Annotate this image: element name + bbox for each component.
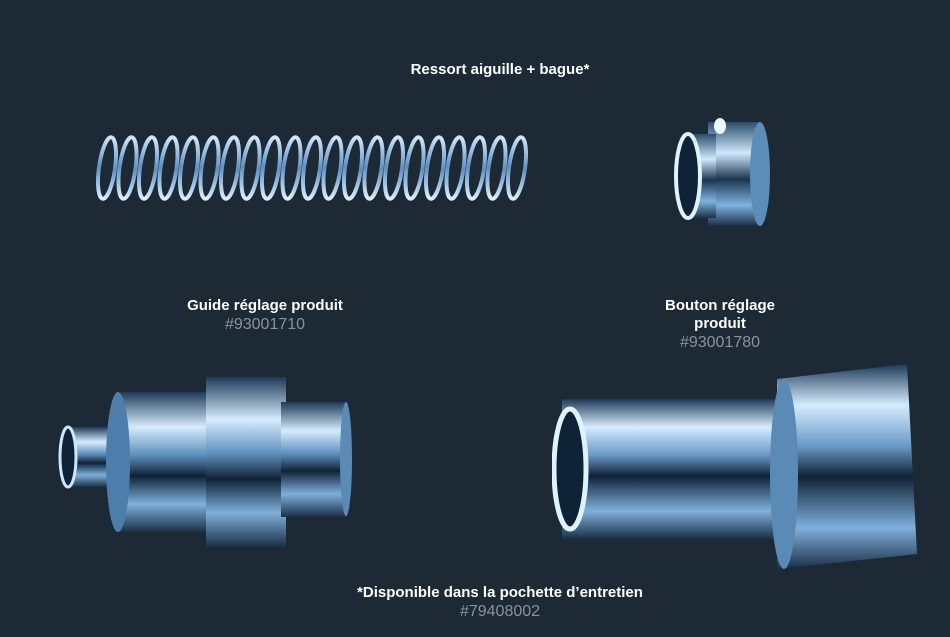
ring-image xyxy=(674,118,770,226)
guide-title: Guide réglage produit xyxy=(187,297,343,314)
spring-coil xyxy=(505,135,529,201)
spring-coil xyxy=(321,135,344,201)
spring-coil xyxy=(444,135,467,201)
spring-coil xyxy=(403,135,426,201)
spring-coil xyxy=(198,135,221,201)
spring-coil xyxy=(218,135,242,201)
button-image xyxy=(552,364,917,569)
footnote-label: *Disponible dans la pochette d’entretien… xyxy=(300,584,700,621)
button-title-line2: produit xyxy=(694,315,746,332)
spring-coil xyxy=(177,135,201,201)
spring-coil xyxy=(464,135,488,201)
spring-coil xyxy=(239,135,262,201)
spring-coil xyxy=(485,135,508,201)
spring-coil xyxy=(157,135,180,201)
guide-image xyxy=(58,377,352,547)
footnote-title: *Disponible dans la pochette d’entretien xyxy=(357,584,643,601)
guide-ref: #93001710 xyxy=(224,316,306,333)
spring-coil xyxy=(259,135,283,201)
footnote-ref: #79408002 xyxy=(459,603,541,620)
spring-coil xyxy=(382,135,406,201)
button-ref: #93001780 xyxy=(679,334,761,351)
button-title-line1: Bouton réglage xyxy=(664,297,775,314)
spring-coil xyxy=(280,135,303,201)
spring-coil xyxy=(116,135,139,201)
button-label: Bouton réglage produit #93001780 xyxy=(620,297,820,352)
spring-coil xyxy=(423,135,447,201)
spring-coil xyxy=(136,135,160,201)
spring-coil xyxy=(95,135,119,201)
guide-label: Guide réglage produit #93001710 xyxy=(130,297,400,334)
spring-coil xyxy=(362,135,385,201)
spring-coil xyxy=(341,135,365,201)
spring-coil xyxy=(300,135,324,201)
needle-spring-image xyxy=(95,135,529,201)
spring-ring-label: Ressort aiguille + bague* xyxy=(410,61,590,78)
